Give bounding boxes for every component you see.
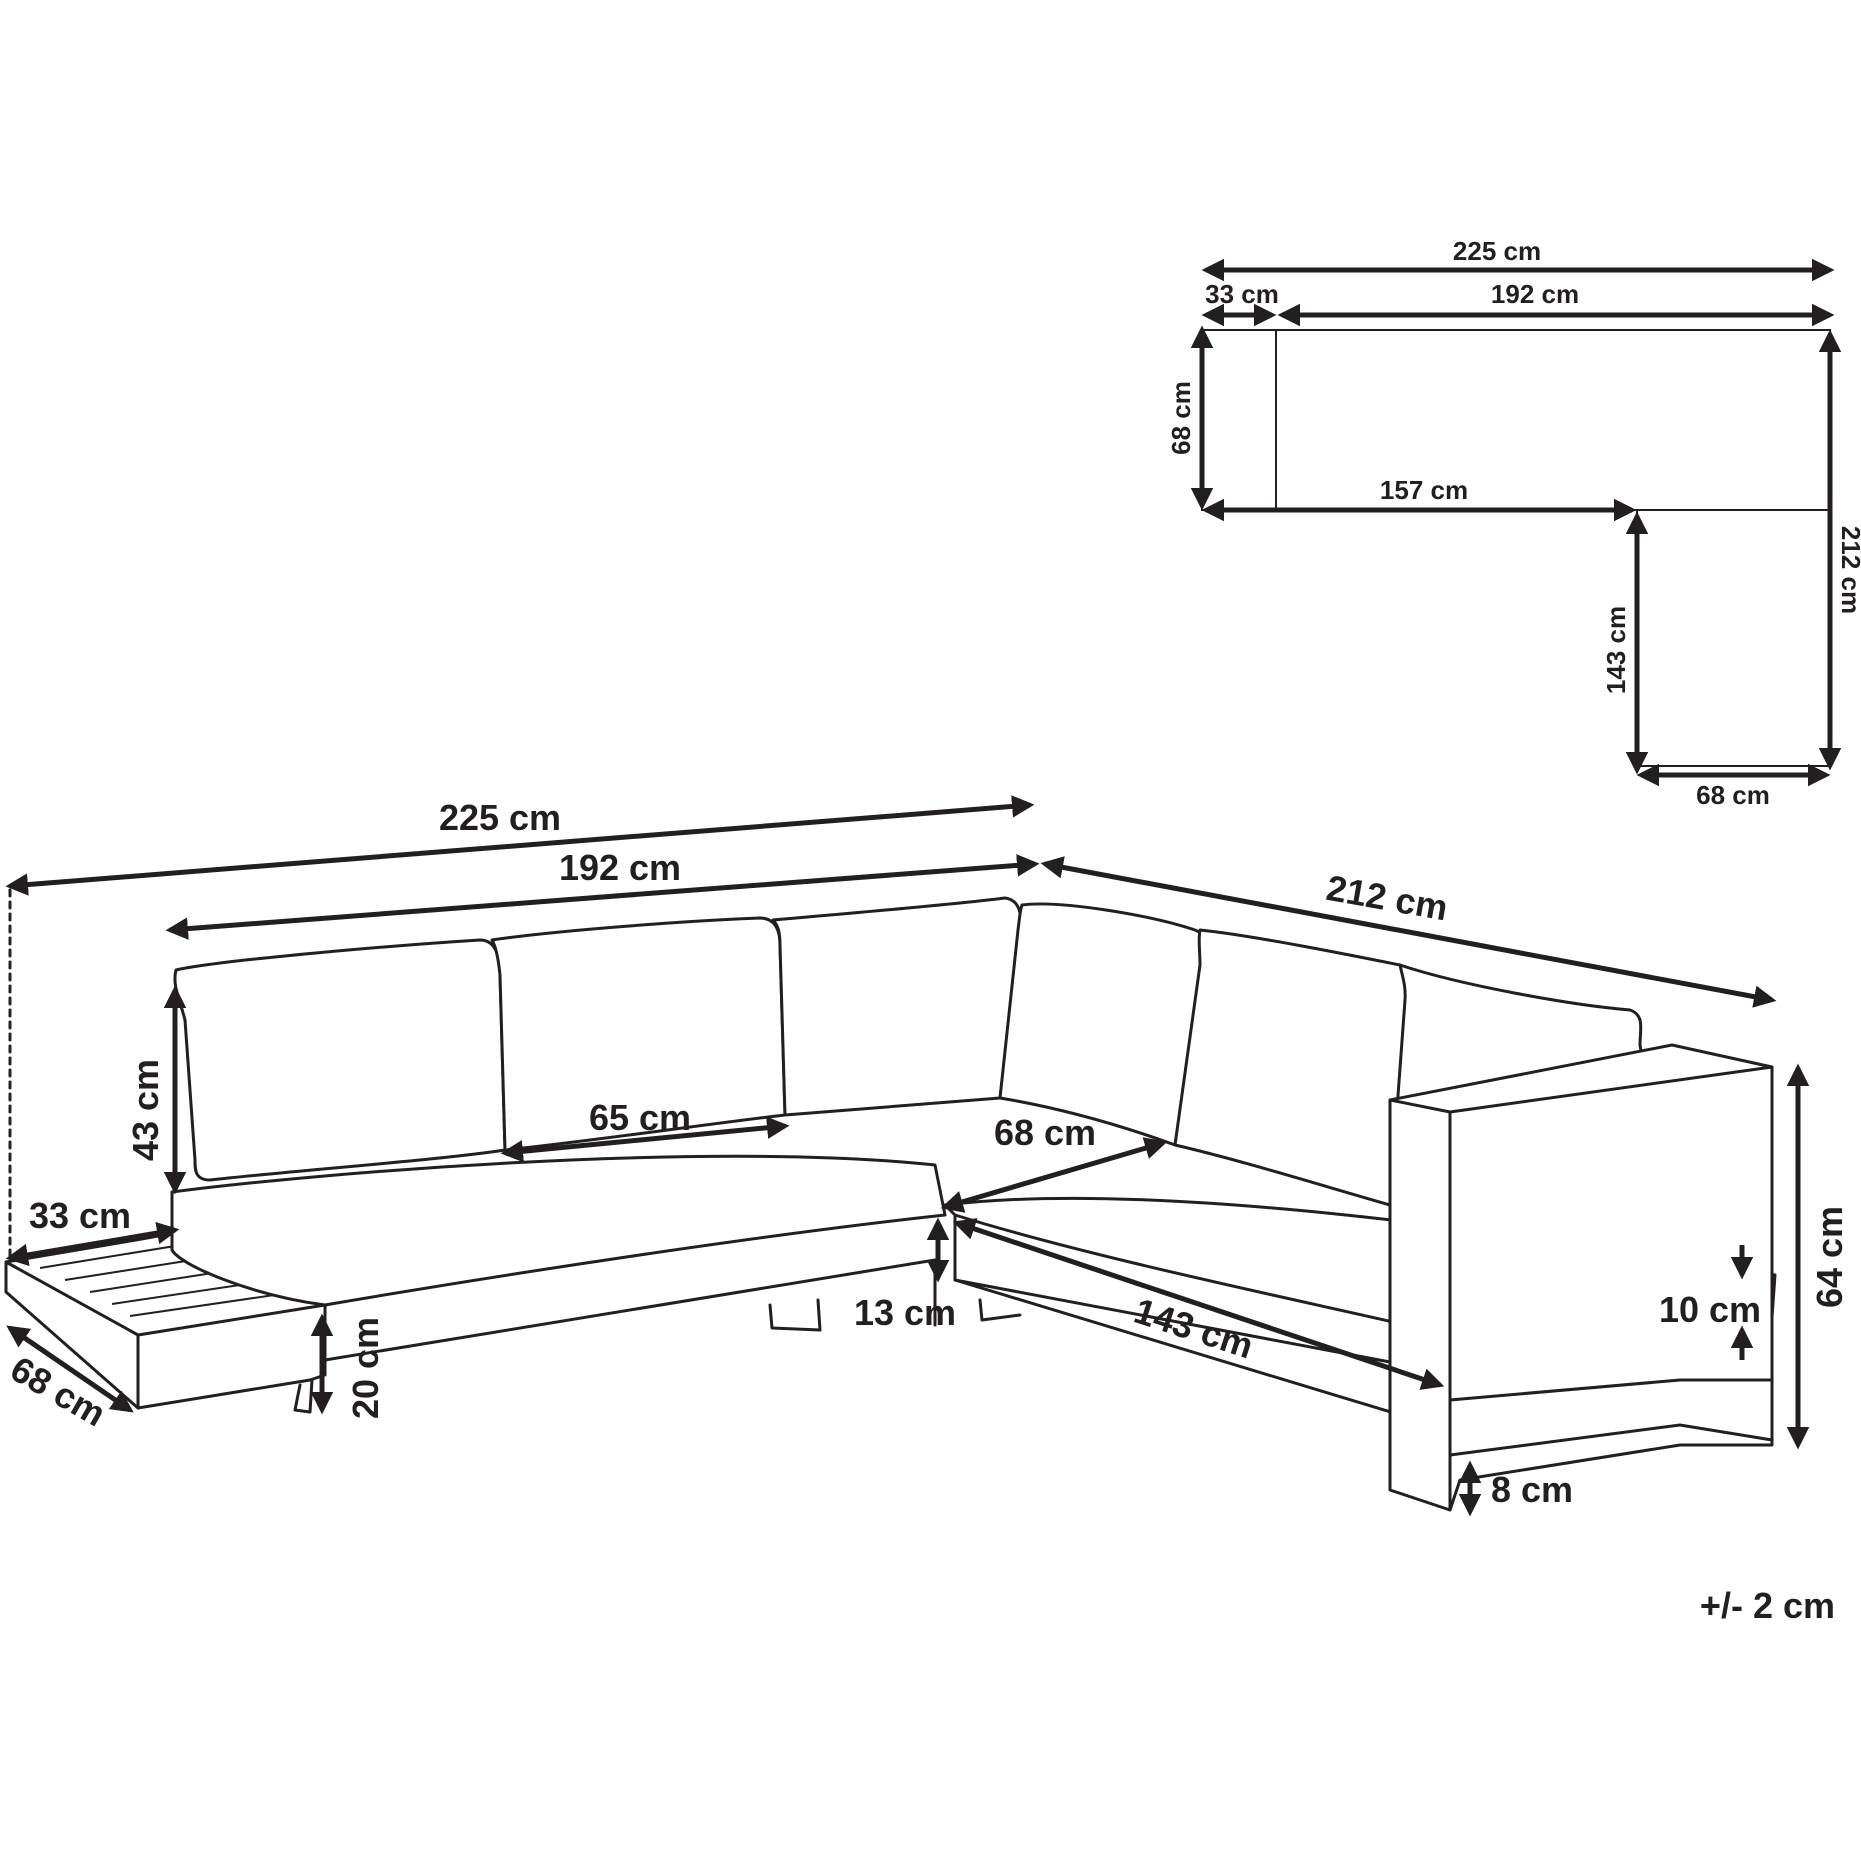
seat-cushion-height-label: 13 cm xyxy=(854,1292,956,1333)
tolerance-note: +/- 2 cm xyxy=(1700,1585,1835,1626)
plan-total-depth-label: 212 cm xyxy=(1836,526,1861,614)
arm-cushion-label: 10 cm xyxy=(1659,1289,1761,1330)
seat-depth-arrow xyxy=(940,1137,1168,1213)
clearance-label: 8 cm xyxy=(1491,1469,1573,1510)
plan-left-width-label: 33 cm xyxy=(1205,279,1279,309)
cushion-width-arrow xyxy=(500,1116,790,1163)
main-seat-cushion xyxy=(170,1154,947,1307)
perspective-dimensions: 225 cm 192 cm 212 cm 43 cm 65 cm 68 cm 3… xyxy=(4,795,1850,1517)
plan-depth-label: 68 cm xyxy=(1166,381,1196,455)
plan-view: 225 cm 33 cm 192 cm 68 cm 157 cm 143 cm … xyxy=(1166,236,1861,810)
back-cushion-1 xyxy=(173,938,507,1182)
total-height-label: 64 cm xyxy=(1809,1206,1850,1308)
armrest xyxy=(1388,1043,1774,1512)
table-width-arrow xyxy=(5,1221,180,1267)
plan-inner-length-label: 157 cm xyxy=(1380,475,1468,505)
perspective-view xyxy=(4,896,1777,1512)
back-width-arrow xyxy=(165,854,1040,940)
cushion-width-label: 65 cm xyxy=(589,1097,691,1138)
back-cushion-3 xyxy=(771,896,1023,1117)
plan-outline xyxy=(1201,329,1831,767)
plan-right-width-label: 192 cm xyxy=(1491,279,1579,309)
total-width-label: 225 cm xyxy=(439,797,561,838)
plan-total-width-label: 225 cm xyxy=(1453,236,1541,266)
back-width-label: 192 cm xyxy=(559,847,681,888)
back-height-label: 43 cm xyxy=(125,1059,166,1161)
seat-depth-label: 68 cm xyxy=(994,1112,1096,1153)
side-depth-arrow xyxy=(1040,856,1777,1008)
plan-chaise-inner-label: 143 cm xyxy=(1601,606,1631,694)
table-depth-arrow xyxy=(6,1325,134,1413)
leg-height-label: 20 cm xyxy=(345,1317,386,1419)
chaise-length-arrow xyxy=(952,1218,1445,1390)
back-cushion-4 xyxy=(998,902,1207,1147)
back-cushion-5 xyxy=(1173,928,1410,1207)
plan-chaise-width-label: 68 cm xyxy=(1696,780,1770,810)
table-width-label: 33 cm xyxy=(29,1195,131,1236)
